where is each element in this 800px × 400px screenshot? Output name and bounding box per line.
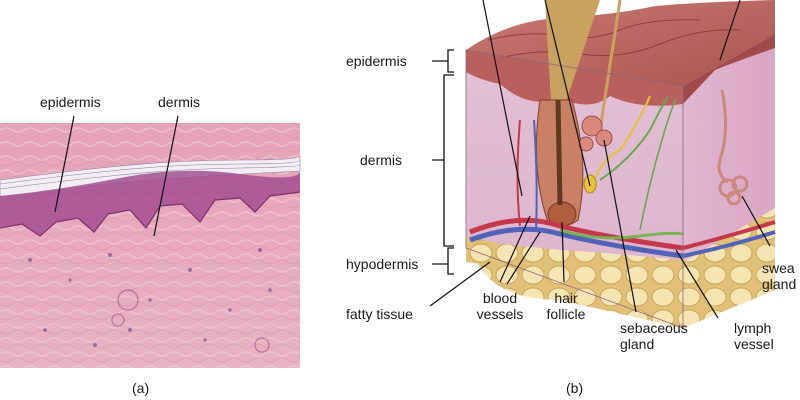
bracket-dermis xyxy=(432,74,454,247)
sebaceous-gland-shape xyxy=(578,115,613,152)
label-hair-follicle: hair follicle xyxy=(540,290,592,322)
label-sebaceous-gland: sebaceous gland xyxy=(620,320,688,352)
label-dermis-b: dermis xyxy=(360,152,403,168)
leader-dermis-a xyxy=(153,115,179,237)
label-blood-vessels: blood vessels xyxy=(470,290,530,322)
bracket-hypodermis xyxy=(432,247,454,275)
artery xyxy=(469,217,684,251)
label-hair-follicle-line1: hair xyxy=(554,290,578,306)
label-blood-vessels-line2: vessels xyxy=(476,306,524,322)
label-sebaceous-gland-line2: gland xyxy=(620,336,655,352)
skin-block xyxy=(465,0,776,329)
lymph-duct xyxy=(599,95,669,181)
skin-surface xyxy=(466,0,775,86)
epidermis-band xyxy=(466,50,683,106)
caption-a: (a) xyxy=(132,380,150,396)
label-sweat-gland-line2: gland xyxy=(762,276,797,292)
label-hair-follicle-line2: follicle xyxy=(546,306,586,322)
label-sebaceous-gland-line1: sebaceous xyxy=(620,320,688,336)
label-lymph-vessel-line1: lymph xyxy=(734,320,772,336)
label-epidermis-b: epidermis xyxy=(346,53,407,69)
leader-epidermis-a xyxy=(54,115,75,213)
hair-shaft xyxy=(545,0,600,120)
caption-b: (b) xyxy=(566,380,584,396)
bracket-epidermis xyxy=(432,49,454,73)
leader-lines-b xyxy=(429,0,771,319)
label-lymph-vessel: lymph vessel xyxy=(734,320,774,352)
label-dermis-a: dermis xyxy=(158,94,201,110)
nerve xyxy=(588,95,652,191)
label-fatty-tissue: fatty tissue xyxy=(346,306,413,322)
label-hypodermis-b: hypodermis xyxy=(346,256,419,272)
label-blood-vessels-line1: blood xyxy=(482,290,518,306)
epidermis-layer xyxy=(0,170,300,236)
lymph-vessel-shape xyxy=(559,228,684,240)
label-epidermis-a: epidermis xyxy=(40,94,101,110)
cell-nuclei xyxy=(28,248,272,347)
label-lymph-vessel-line2: vessel xyxy=(734,336,774,352)
label-sweat-gland: swea gland xyxy=(762,260,796,292)
label-sweat-gland-line1: swea xyxy=(762,260,795,276)
micrograph xyxy=(0,123,301,368)
sweat-gland-coil xyxy=(717,89,749,206)
vein xyxy=(469,226,684,259)
vessel-clusters xyxy=(111,289,270,353)
